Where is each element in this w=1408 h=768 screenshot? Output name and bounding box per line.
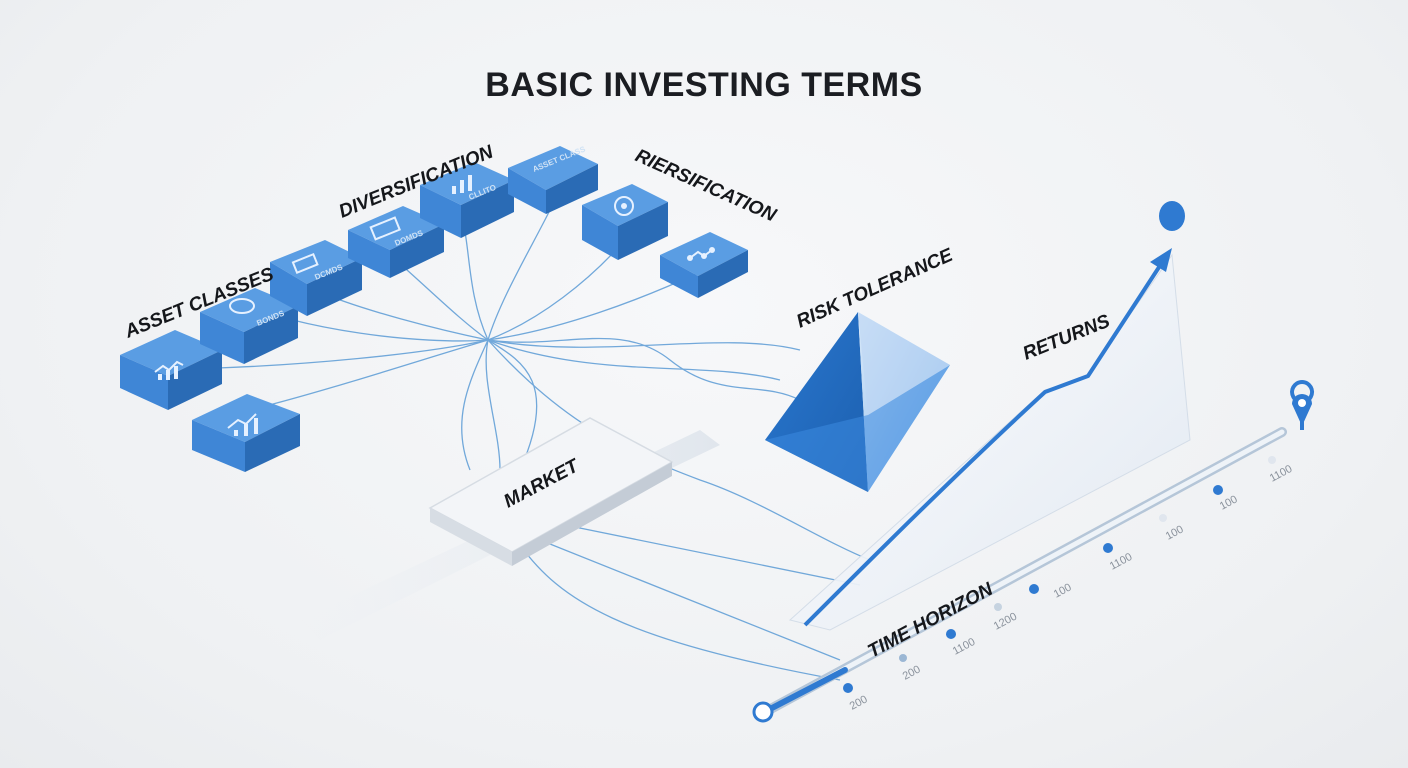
timeline-tick: 1200 — [992, 611, 1019, 633]
cube-asset-1 — [120, 330, 222, 410]
timeline-node — [1103, 543, 1113, 553]
target-icon — [614, 196, 634, 216]
time-horizon-timeline: 200 200 1100 1200 100 1100 100 100 1100 — [752, 380, 1315, 723]
label-risk-tolerance: RISK TOLERANCE — [793, 244, 957, 332]
timeline-node — [1029, 584, 1039, 594]
market-box: MARKET — [428, 417, 674, 566]
timeline-node — [1268, 456, 1276, 464]
timeline-tick: 200 — [848, 693, 870, 712]
cube-riersification-2 — [660, 232, 748, 298]
timeline-tick: 1100 — [1108, 551, 1135, 573]
cash-icon — [291, 252, 319, 274]
cube-equity: CLLITO — [420, 162, 514, 238]
timeline-node — [1159, 514, 1167, 522]
timeline-tick: 1100 — [951, 636, 978, 658]
chart-up-icon — [227, 413, 257, 429]
timeline-tick: 100 — [1164, 523, 1186, 542]
connection-lines — [217, 209, 871, 681]
banknote-icon — [369, 216, 401, 241]
timeline-tick: 200 — [901, 663, 923, 682]
network-icon — [689, 249, 713, 259]
returns-chart — [788, 201, 1191, 631]
timeline-node — [994, 603, 1002, 611]
timeline-tick: 100 — [1218, 493, 1240, 512]
arrow-head-icon — [1150, 248, 1172, 272]
cube-bonds: BONDS — [200, 288, 298, 364]
coin-icon — [229, 298, 255, 314]
cube-asset-2 — [192, 394, 300, 472]
cube-cash: DCMDS — [270, 240, 362, 316]
location-pin-icon — [1292, 394, 1312, 426]
target-dot-icon — [1159, 201, 1185, 231]
timeline-node — [1213, 485, 1223, 495]
timeline-node — [946, 629, 956, 639]
cube-riersification-1 — [582, 184, 668, 260]
timeline-tick: 1100 — [1268, 463, 1295, 485]
timeline-node — [843, 683, 853, 693]
timeline-start-icon — [752, 701, 774, 723]
cube-asset-class: ASSET CLASS — [508, 144, 598, 214]
returns-line — [803, 256, 1167, 627]
risk-tolerance-pyramid — [765, 312, 950, 492]
timeline-node — [899, 654, 907, 662]
page-title: BASIC INVESTING TERMS — [485, 66, 923, 104]
timeline-tick: 100 — [1052, 581, 1074, 600]
